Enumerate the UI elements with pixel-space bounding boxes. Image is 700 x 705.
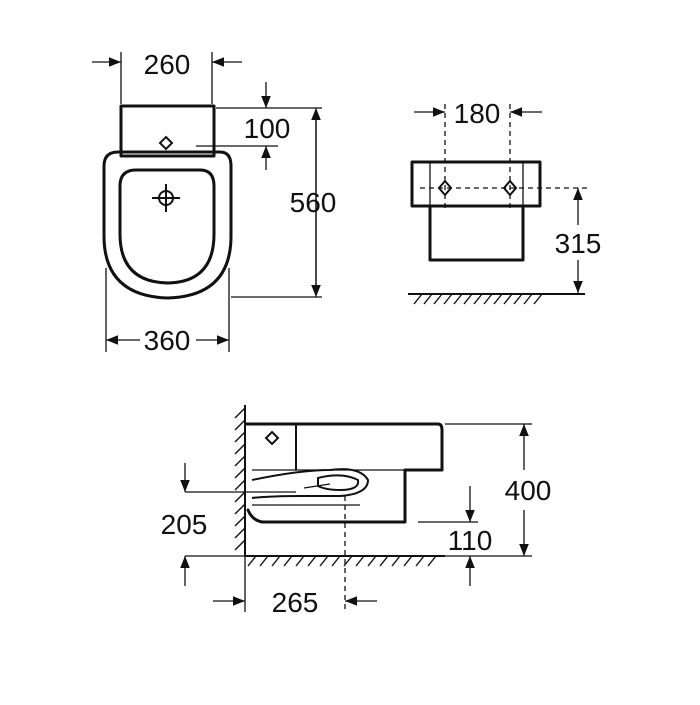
dim-total-length: 560 — [290, 187, 337, 218]
dim-fixing-height: 315 — [555, 228, 602, 259]
rear-view — [408, 104, 590, 305]
dim-tank-depth: 100 — [244, 113, 291, 144]
dim-fixing-spacing: 180 — [454, 98, 501, 129]
top-view — [92, 52, 322, 352]
dim-outlet-offset-height: 205 — [161, 509, 208, 540]
side-view — [180, 405, 532, 612]
dim-height: 400 — [505, 475, 552, 506]
dim-outlet-height: 110 — [448, 525, 493, 556]
dim-outlet-distance: 265 — [272, 587, 319, 618]
dim-body-width: 360 — [144, 325, 191, 356]
dim-top-width: 260 — [144, 49, 191, 80]
